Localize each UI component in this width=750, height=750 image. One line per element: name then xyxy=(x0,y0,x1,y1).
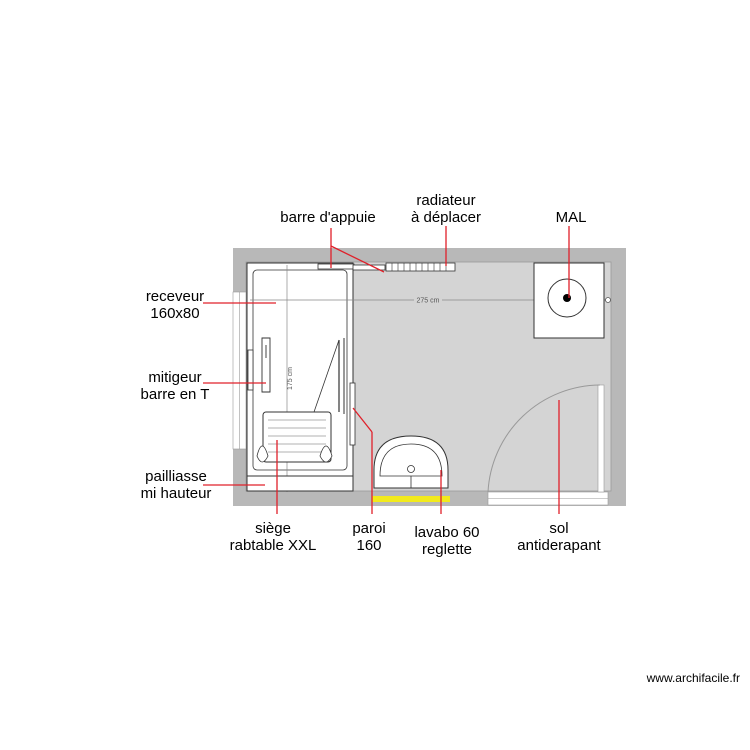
radiator xyxy=(385,262,456,272)
glass-partition xyxy=(349,382,356,446)
leader-lines xyxy=(203,226,570,514)
label-lavabo-line1: lavabo 60 xyxy=(414,524,479,541)
label-radiateur-line2: à déplacer xyxy=(411,209,481,226)
label-radiateur-line1: radiateur xyxy=(416,192,475,209)
label-pailliasse-line1: pailliasse xyxy=(145,468,207,485)
door xyxy=(487,384,609,506)
label-mitigeur-line1: mitigeur xyxy=(148,369,201,386)
label-receveur-line1: receveur xyxy=(146,288,204,305)
label-paroi-line2: 160 xyxy=(356,537,381,554)
label-sol-line1: sol xyxy=(549,520,568,537)
label-receveur-line2: 160x80 xyxy=(150,305,199,322)
length-dimension: 175 cm xyxy=(287,367,294,390)
label-sol-line2: antiderapant xyxy=(517,537,601,554)
width-dimension: 275 cm xyxy=(417,298,440,305)
label-paroi-line1: paroi xyxy=(352,520,385,537)
toilet xyxy=(533,262,605,339)
grab-bar xyxy=(317,263,355,270)
washbasin xyxy=(373,435,449,489)
label-mitigeur-line2: barre en T xyxy=(141,386,210,403)
mixer-tap xyxy=(247,349,254,391)
label-pailliasse-line2: mi hauteur xyxy=(141,485,212,502)
label-siege-line2: rabtable XXL xyxy=(230,537,317,554)
watermark[interactable]: www.archifacile.fr xyxy=(646,671,740,685)
half-height-counter xyxy=(246,475,354,492)
t-bar xyxy=(261,337,271,393)
label-siege-line1: siège xyxy=(255,520,291,537)
folding-seat xyxy=(256,411,333,463)
label-lavabo-line2: reglette xyxy=(422,541,472,558)
light-strip xyxy=(372,496,450,502)
label-mal: MAL xyxy=(556,209,587,226)
label-barre-appui: barre d'appuie xyxy=(280,209,375,226)
